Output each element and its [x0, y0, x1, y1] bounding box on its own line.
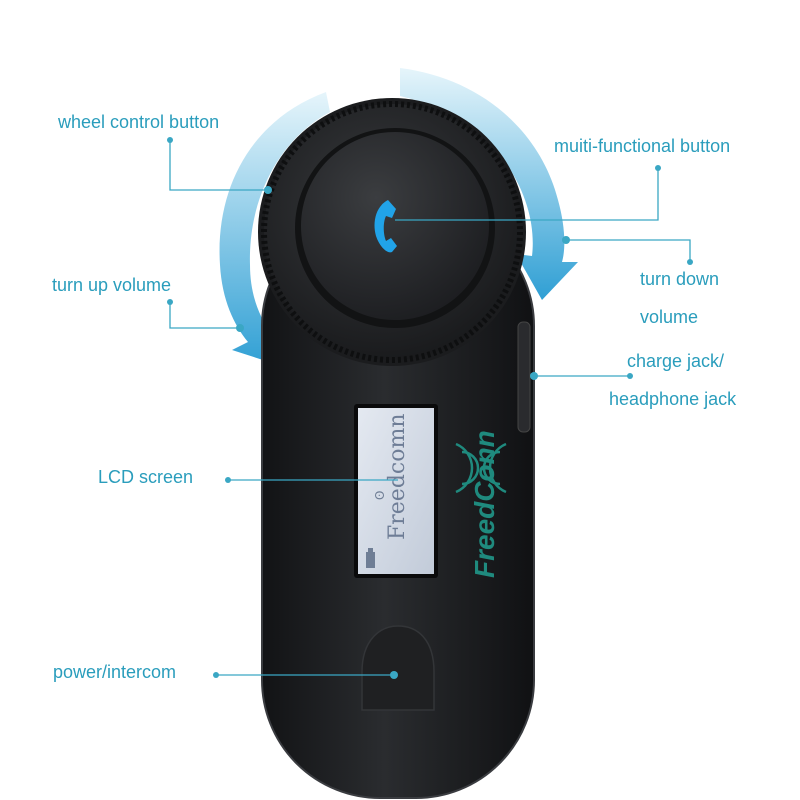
brand-logo: FreedConn [455, 430, 507, 578]
leader-turn-up [169, 302, 240, 329]
phone-handset-icon [374, 200, 397, 253]
rotation-arrow-left [219, 92, 330, 368]
leader-turn-down [566, 239, 691, 262]
multi-functional-button[interactable] [301, 132, 489, 320]
rotation-arrow-right [400, 68, 578, 300]
brand-text: FreedConn [469, 430, 500, 578]
label-turn-down-line2: volume [640, 307, 699, 327]
leader-lines [169, 140, 691, 676]
leader-dots [167, 137, 693, 679]
battery-icon [366, 548, 375, 568]
label-charge-jack-line2: headphone jack [609, 389, 737, 409]
leader-wheel [169, 140, 268, 191]
bluetooth-icon: ʘ [373, 491, 387, 500]
lcd-screen: ʘ Freedcomn [354, 404, 438, 578]
power-intercom-button[interactable] [361, 625, 435, 711]
label-wheel-control: wheel control button [58, 112, 220, 132]
label-charge-jack-line1: charge jack/ [627, 351, 725, 371]
signal-waves-icon [455, 442, 507, 494]
leader-multi [395, 168, 659, 221]
label-multi-functional: muiti-functional button [554, 136, 731, 156]
label-turn-down-line1: turn down [640, 269, 720, 289]
label-lcd-screen: LCD screen [98, 467, 194, 487]
lcd-display-text: Freedcomn [385, 414, 410, 541]
label-turn-up-volume: turn up volume [52, 275, 172, 295]
label-power-intercom: power/intercom [53, 662, 177, 682]
